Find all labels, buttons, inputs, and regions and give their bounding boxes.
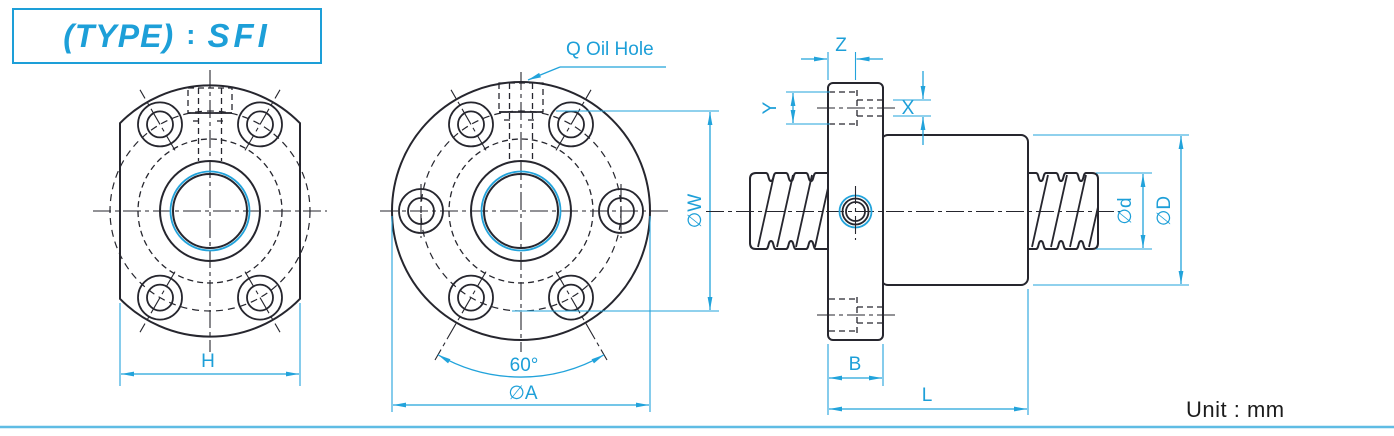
dimension-label-h: H bbox=[201, 351, 215, 372]
oil-fitting-hidden bbox=[187, 87, 233, 161]
dimension-label-x: X bbox=[902, 98, 915, 119]
bore-highlight-ring bbox=[169, 170, 251, 252]
dimension-label-b: B bbox=[849, 354, 862, 375]
dimension-label-d-nut: ∅D bbox=[1154, 196, 1175, 226]
front-view-flanged-nut: H bbox=[93, 70, 327, 386]
dimension-B: B bbox=[827, 344, 884, 415]
nut-body-hidden-circle bbox=[137, 138, 283, 284]
dimension-H: H bbox=[119, 303, 301, 386]
oil-fitting-hidden bbox=[498, 82, 544, 160]
bolt-holes bbox=[137, 89, 283, 333]
flange-bolt-hole-bottom-hidden bbox=[817, 297, 895, 333]
flange-outline-circle bbox=[391, 81, 651, 341]
nut-body bbox=[880, 134, 1029, 286]
dimension-Y: Y bbox=[760, 91, 830, 125]
type-title-box: (TYPE) : SFI bbox=[12, 8, 322, 64]
dimension-A: ∅A bbox=[391, 216, 651, 412]
dimension-angle-60: 60° bbox=[437, 354, 605, 378]
type-colon: : bbox=[186, 19, 196, 50]
dimension-label-angle: 60° bbox=[510, 355, 539, 376]
flange-bolt-hole-top-hidden bbox=[817, 90, 895, 126]
oil-hole-callout: Q Oil Hole bbox=[527, 39, 666, 81]
flange-outline bbox=[119, 84, 301, 338]
nut-face-circle bbox=[470, 160, 572, 262]
dimension-label-w: ∅W bbox=[685, 194, 706, 229]
nut-face-circle bbox=[159, 160, 261, 262]
model-name: SFI bbox=[207, 17, 271, 54]
dimension-label-y: Y bbox=[760, 101, 781, 114]
bore-circle bbox=[172, 173, 248, 249]
dimension-label-d-screw: ∅d bbox=[1115, 197, 1136, 224]
nut-body-hidden-circle bbox=[448, 138, 594, 284]
flange-oil-hole bbox=[838, 186, 873, 240]
dimension-d-screw: ∅d bbox=[1096, 172, 1152, 250]
dimension-label-z: Z bbox=[835, 35, 847, 56]
dimension-D-nut: ∅D bbox=[1033, 134, 1189, 286]
dimension-label-a: ∅A bbox=[508, 383, 538, 404]
unit-note: Unit : mm bbox=[1186, 397, 1285, 422]
dimension-label-l: L bbox=[922, 385, 933, 406]
front-view-circular-flange: Q Oil Hole ∅W ∅A 60° bbox=[380, 39, 719, 412]
dimension-L: L bbox=[829, 289, 1029, 415]
side-view-nut-assembly: Z Y X B bbox=[706, 35, 1189, 415]
bore-highlight-ring bbox=[480, 170, 562, 252]
bolt-holes bbox=[398, 89, 644, 361]
oil-hole-label: Q Oil Hole bbox=[566, 39, 654, 60]
dimension-W: ∅W bbox=[512, 110, 719, 312]
bolt-pitch-circle bbox=[109, 110, 311, 312]
dimension-Z: Z bbox=[801, 35, 883, 80]
dimension-X: X bbox=[893, 71, 931, 145]
bore-circle bbox=[483, 173, 559, 249]
type-label: (TYPE) bbox=[63, 17, 175, 54]
